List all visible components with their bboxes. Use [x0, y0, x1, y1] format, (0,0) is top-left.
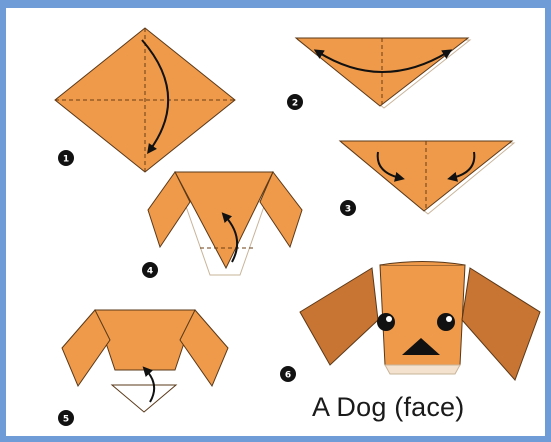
diagram-caption: A Dog (face)	[312, 392, 464, 423]
step-2-number: 2	[292, 99, 298, 109]
step-1-diagram	[55, 28, 235, 172]
step-2-diagram	[296, 38, 470, 108]
step-6-diagram	[300, 262, 540, 381]
step-6-badge: 6	[280, 366, 296, 382]
step-1-number: 1	[63, 155, 69, 165]
left-ear	[300, 268, 378, 365]
step-3-diagram	[340, 141, 514, 214]
right-eye	[437, 313, 455, 331]
step-4-badge: 4	[142, 262, 158, 278]
step-5-number: 5	[63, 415, 69, 425]
step-2-badge: 2	[287, 94, 303, 110]
step-3-number: 3	[345, 205, 351, 215]
step-6-number: 6	[285, 371, 291, 381]
step-1-badge: 1	[58, 150, 74, 166]
step-4-number: 4	[147, 267, 153, 277]
step-3-badge: 3	[340, 200, 356, 216]
step-5-badge: 5	[58, 410, 74, 426]
right-ear	[462, 268, 540, 380]
left-eye	[377, 313, 395, 331]
step-5-diagram	[62, 310, 228, 412]
step-4-diagram	[148, 172, 302, 275]
